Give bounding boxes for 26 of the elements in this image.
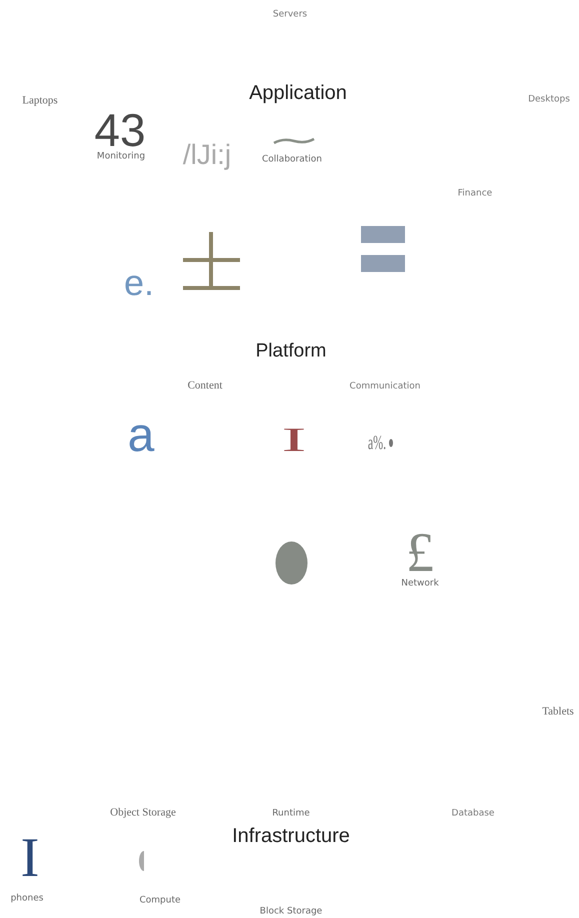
category-label: Communication (350, 382, 420, 392)
layer-heading: Platform (256, 342, 326, 360)
category-label: Tablets (542, 706, 574, 718)
category-label: Laptops (22, 96, 58, 106)
category-label: Network (401, 580, 439, 588)
glyph-text: e. (124, 265, 154, 301)
category-label: Database (452, 810, 494, 818)
glyph-text: a%. (368, 433, 386, 453)
category-label: Finance (458, 190, 492, 198)
category-label: Object Storage (110, 808, 176, 818)
glyph-text: 43 (94, 107, 146, 153)
category-label: Content (188, 380, 222, 392)
glyph-text: a (128, 412, 154, 460)
category-label: Block Storage (260, 908, 322, 916)
category-label: Servers (272, 10, 308, 20)
category-label: phones (10, 894, 44, 904)
glyph-text: I (20, 830, 40, 886)
category-label: Collaboration (262, 156, 322, 164)
layer-heading: Application (249, 83, 347, 103)
layer-heading: Infrastructure (232, 826, 350, 846)
glyph-text: /lJi:j (182, 141, 232, 169)
category-label: Runtime (272, 810, 310, 818)
category-label: Desktops (528, 96, 570, 104)
glyph-text: I (282, 424, 306, 458)
category-label: Compute (139, 896, 181, 906)
category-label: Monitoring (96, 152, 146, 162)
